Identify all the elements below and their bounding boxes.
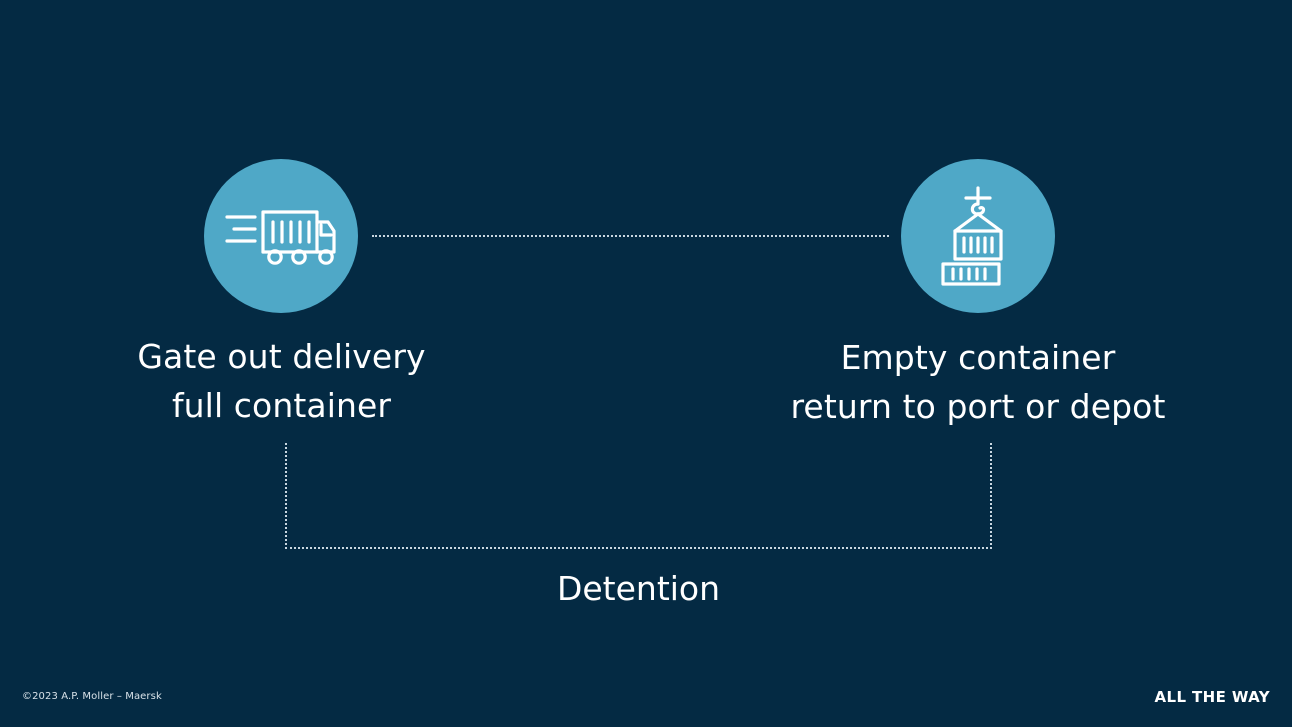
node-label-empty-return: Empty container return to port or depot [700, 333, 1256, 431]
node-label-line-2: return to port or depot [790, 387, 1166, 426]
node-empty-return [901, 159, 1055, 313]
footer-copyright: ©2023 A.P. Moller – Maersk [22, 691, 162, 702]
node-label-line-2: full container [171, 386, 392, 425]
node-label-gate-out: Gate out delivery full container [0, 332, 563, 430]
dotted-connector-line [372, 235, 889, 237]
detention-label: Detention [556, 569, 721, 608]
container-crane-icon [933, 186, 1023, 286]
detention-bracket [285, 443, 992, 549]
node-label-line-1: Empty container [840, 338, 1116, 377]
node-label-line-1: Gate out delivery [137, 337, 426, 376]
node-gate-out [204, 159, 358, 313]
delivery-truck-icon [225, 204, 337, 268]
footer-tagline: ALL THE WAY [1154, 688, 1270, 706]
